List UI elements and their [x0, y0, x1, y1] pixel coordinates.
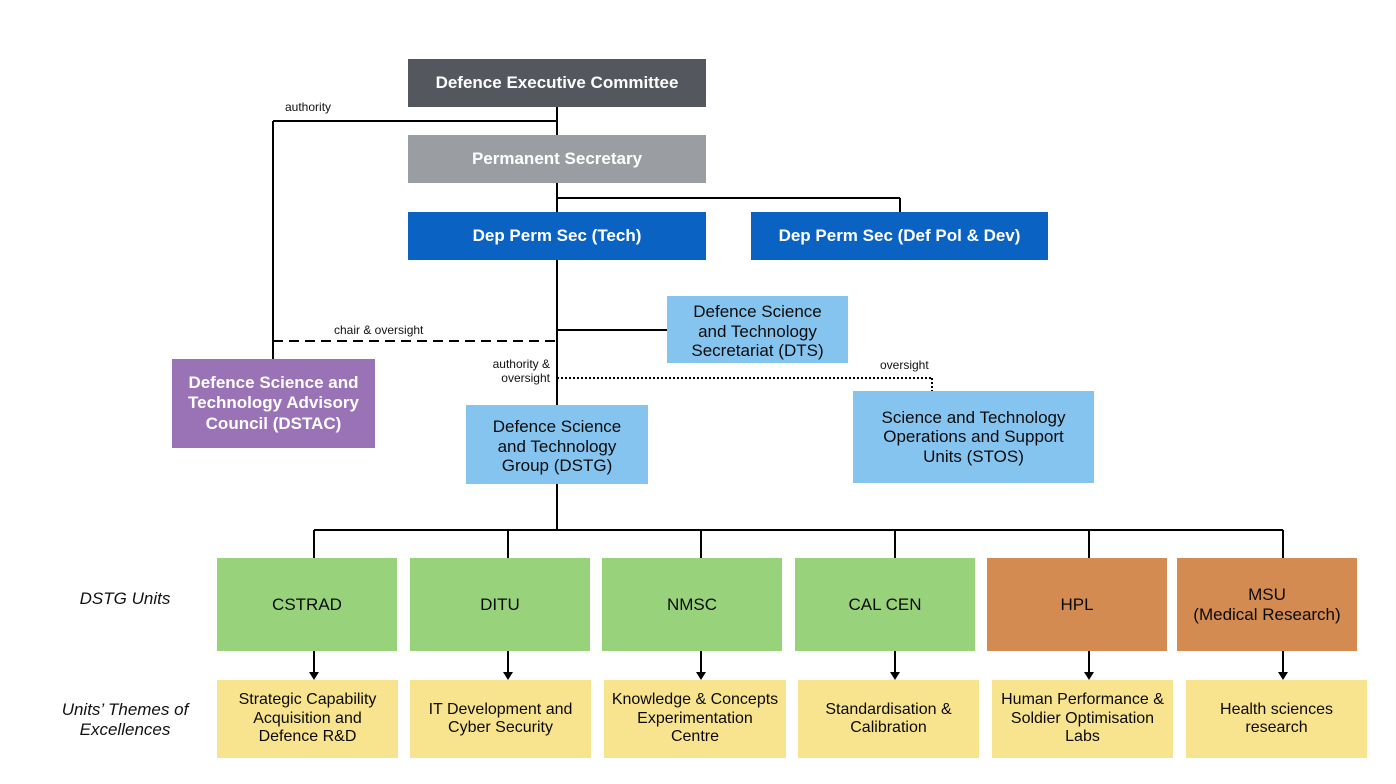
oversight-label: oversight — [880, 358, 929, 372]
unit-box: CAL CEN — [795, 558, 975, 651]
stos-box: Science and Technology Operations and Su… — [853, 391, 1094, 483]
unit-box: HPL — [987, 558, 1167, 651]
unit-box: DITU — [410, 558, 590, 651]
unit-box: MSU (Medical Research) — [1177, 558, 1357, 651]
permanent-secretary-box: Permanent Secretary — [408, 135, 706, 183]
dep-perm-sec-def-pol-dev-box: Dep Perm Sec (Def Pol & Dev) — [751, 212, 1048, 260]
dts-box: Defence Science and Technology Secretari… — [667, 296, 848, 363]
theme-box: Standardisation & Calibration — [798, 680, 979, 758]
chair-oversight-label: chair & oversight — [334, 323, 424, 337]
unit-box: NMSC — [602, 558, 782, 651]
authority-oversight-label: authority & oversight — [492, 357, 550, 385]
defence-executive-committee-box: Defence Executive Committee — [408, 59, 706, 107]
dstg-box: Defence Science and Technology Group (DS… — [466, 405, 648, 484]
theme-box: Health sciences research — [1186, 680, 1367, 758]
themes-row-label: Units’ Themes of Excellences — [61, 700, 189, 740]
dep-perm-sec-tech-box: Dep Perm Sec (Tech) — [408, 212, 706, 260]
theme-box: IT Development and Cyber Security — [410, 680, 591, 758]
theme-box: Knowledge & Concepts Experimentation Cen… — [604, 680, 786, 758]
unit-box: CSTRAD — [217, 558, 397, 651]
theme-box: Strategic Capability Acquisition and Def… — [217, 680, 398, 758]
theme-box: Human Performance & Soldier Optimisation… — [992, 680, 1173, 758]
dstg-units-row-label: DSTG Units — [79, 589, 171, 608]
authority-label: authority — [285, 100, 332, 114]
dstac-box: Defence Science and Technology Advisory … — [172, 359, 375, 448]
